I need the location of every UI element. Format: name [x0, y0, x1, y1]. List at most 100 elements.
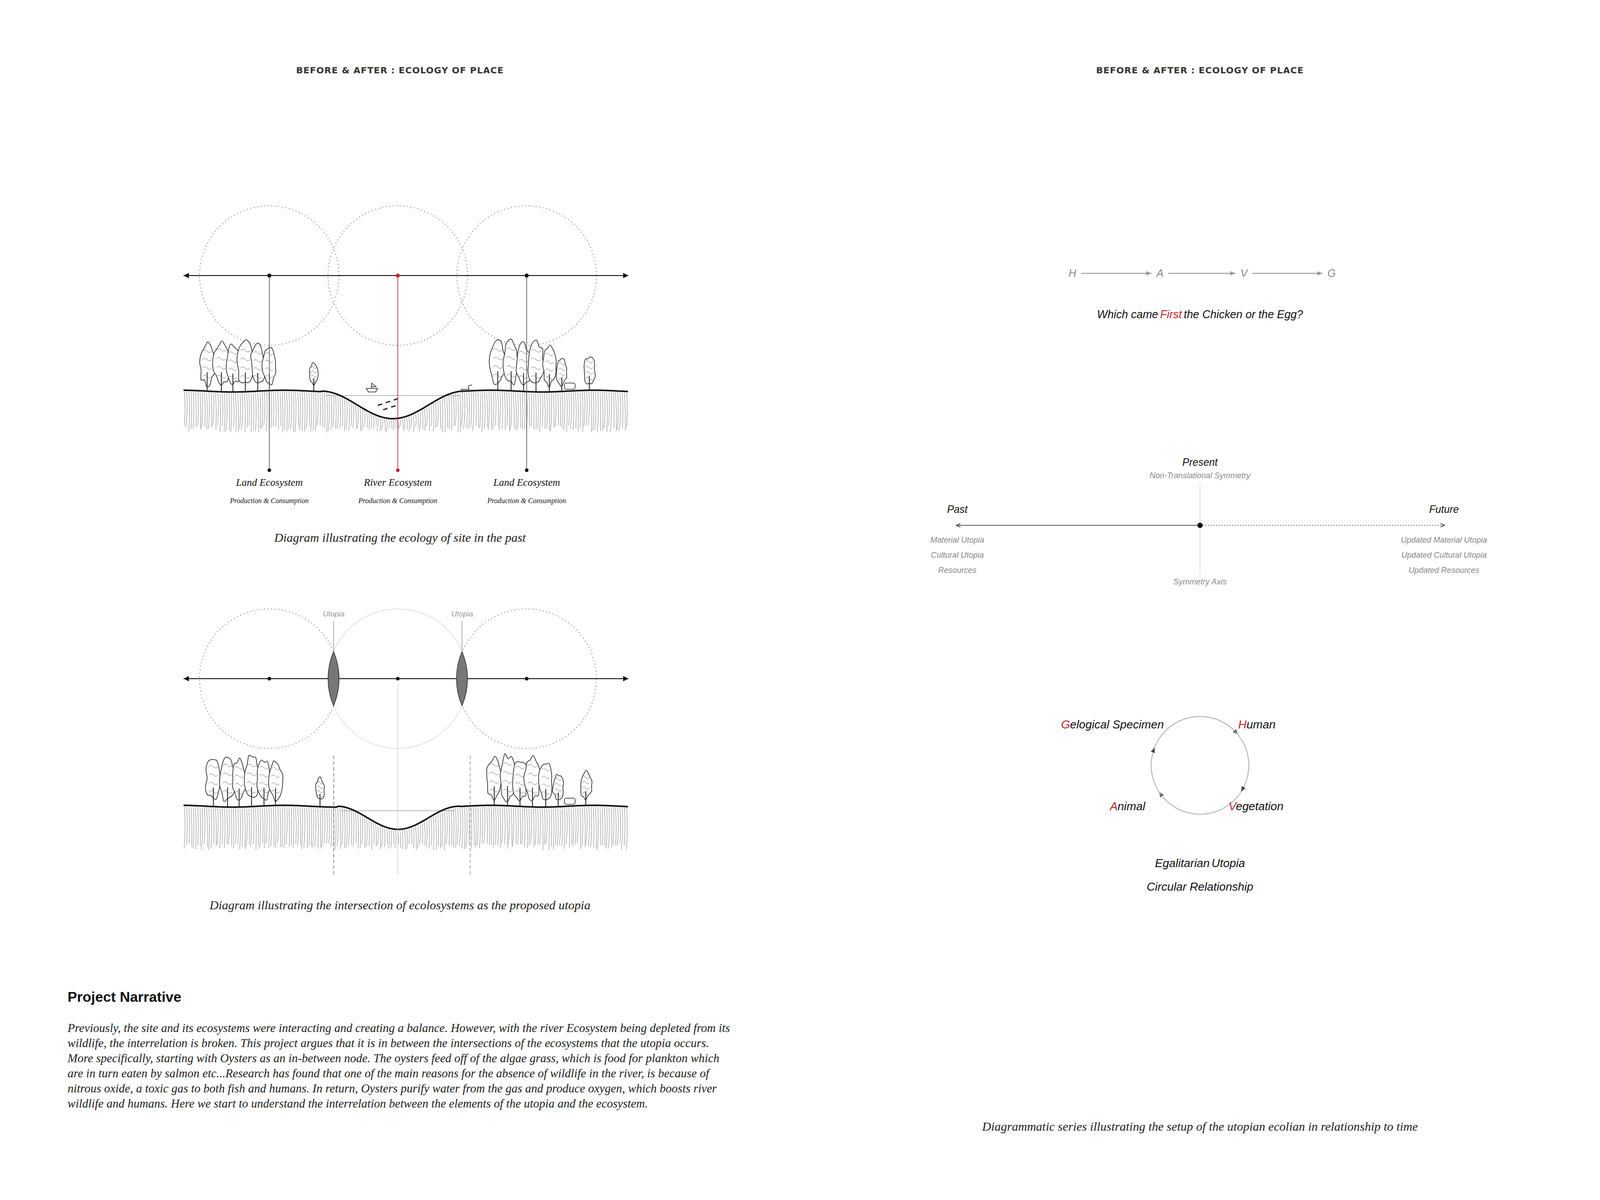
tree-trunk [561, 377, 563, 392]
sequence-letter: V [1239, 266, 1249, 281]
tree-trunk [519, 788, 521, 807]
tree-trunk [588, 375, 590, 391]
grass-texture [184, 391, 628, 433]
leader-line [333, 621, 335, 652]
node-text: Gelogical Specimen [1060, 717, 1164, 732]
node-text: Vegetation [1228, 799, 1284, 814]
tree [309, 362, 319, 392]
vehicle [564, 798, 576, 805]
ground-line [183, 390, 628, 419]
tree [523, 755, 540, 807]
sequence-arrow [1252, 272, 1323, 274]
tree-trunk [206, 372, 208, 392]
utopia-lens [456, 651, 468, 706]
narrative-text: Previously, the site and its ecosystems … [67, 1020, 735, 1112]
tree [542, 344, 556, 392]
tree [486, 756, 503, 806]
timeline [1200, 524, 1445, 526]
tree-trunk [557, 792, 559, 807]
tree-trunk [212, 787, 214, 807]
tree-trunk [232, 373, 234, 392]
fish-marks [377, 398, 399, 410]
utopia-label: Utopia [322, 609, 345, 619]
question-text: the Chicken or the Egg? [1183, 308, 1303, 321]
node-text: V [1240, 267, 1248, 280]
ecosystem-sublabel: Production & Consumption [358, 496, 437, 505]
ecosystem-sublabel: Production & Consumption [487, 496, 566, 505]
node-dot [267, 273, 272, 278]
tree-trunk [275, 787, 276, 806]
time-item: Material Utopia [930, 535, 984, 545]
time-item: Updated Resources [1408, 565, 1480, 576]
section-line [469, 755, 471, 875]
node-dot [396, 676, 400, 681]
tree-trunk [523, 372, 524, 392]
leader-line [268, 275, 270, 471]
tree-trunk [313, 378, 315, 392]
section-heading: Project Narrative [67, 988, 182, 1006]
figure-caption: Diagrammatic series illustrating the set… [982, 1119, 1418, 1134]
time-label: Present [1182, 456, 1218, 469]
ecosystem-label: Land Ecosystem [236, 476, 303, 489]
time-item: Resources [938, 565, 977, 576]
axis-line [183, 275, 629, 276]
cycle-arrow [1151, 716, 1249, 792]
utopia-title: Utopia [1211, 856, 1245, 871]
utopia-subtitle: Circular Relationship [1146, 880, 1254, 894]
tree-trunk [244, 372, 246, 392]
sequence-letter: A [1155, 266, 1165, 281]
tree-crown [205, 759, 220, 800]
tree-trunk [510, 371, 512, 391]
text-line: Which cameFirstthe Chicken or the Egg? [1096, 308, 1303, 321]
node-dot [524, 273, 529, 278]
cycle-node: Animal [1108, 798, 1147, 815]
water-line [325, 395, 460, 396]
tree-trunk [507, 786, 508, 806]
utopia-label: Utopia [451, 609, 473, 619]
tree [244, 755, 260, 807]
bench [460, 384, 472, 393]
time-label: Past [947, 503, 968, 516]
sequence-letter: H [1067, 266, 1078, 281]
tree-trunk [251, 787, 252, 807]
tree [261, 347, 276, 391]
tree [538, 763, 552, 808]
tree-trunk [220, 372, 222, 392]
node-dot [524, 468, 529, 472]
section-line [397, 684, 398, 875]
node-dot [524, 676, 529, 681]
tree-trunk [585, 791, 587, 806]
node-text: A [1156, 267, 1164, 280]
symmetry-axis [1199, 483, 1201, 575]
axis-line [183, 678, 629, 680]
timeline [956, 524, 1200, 526]
tree-trunk [535, 372, 537, 392]
tree [205, 759, 220, 807]
node-dot [267, 676, 272, 681]
ecosystem-label: River Ecosystem [364, 476, 432, 489]
vehicle [564, 383, 576, 390]
tree [580, 770, 592, 806]
figure-caption: Diagram illustrating the ecology of site… [274, 530, 526, 545]
cycle-arrow [1156, 716, 1238, 743]
time-note: Non-Translational Symmetry [1149, 471, 1251, 481]
time-item: Updated Cultural Utopia [1401, 550, 1487, 560]
ecosystem-sublabel: Production & Consumption [229, 496, 309, 505]
node-dot [396, 273, 400, 278]
tree-crown [538, 763, 552, 800]
tree-trunk [545, 789, 547, 808]
tree [315, 776, 325, 807]
tree-trunk [257, 372, 259, 392]
node-text: H [1068, 267, 1076, 280]
node-text: Animal [1109, 799, 1145, 814]
node-text: Human [1238, 717, 1276, 732]
tree-trunk [319, 793, 321, 807]
node-dot [1197, 522, 1203, 528]
leader-line [397, 275, 399, 471]
tree [552, 774, 564, 807]
tree-trunk [548, 373, 550, 392]
time-label: Future [1429, 503, 1459, 516]
